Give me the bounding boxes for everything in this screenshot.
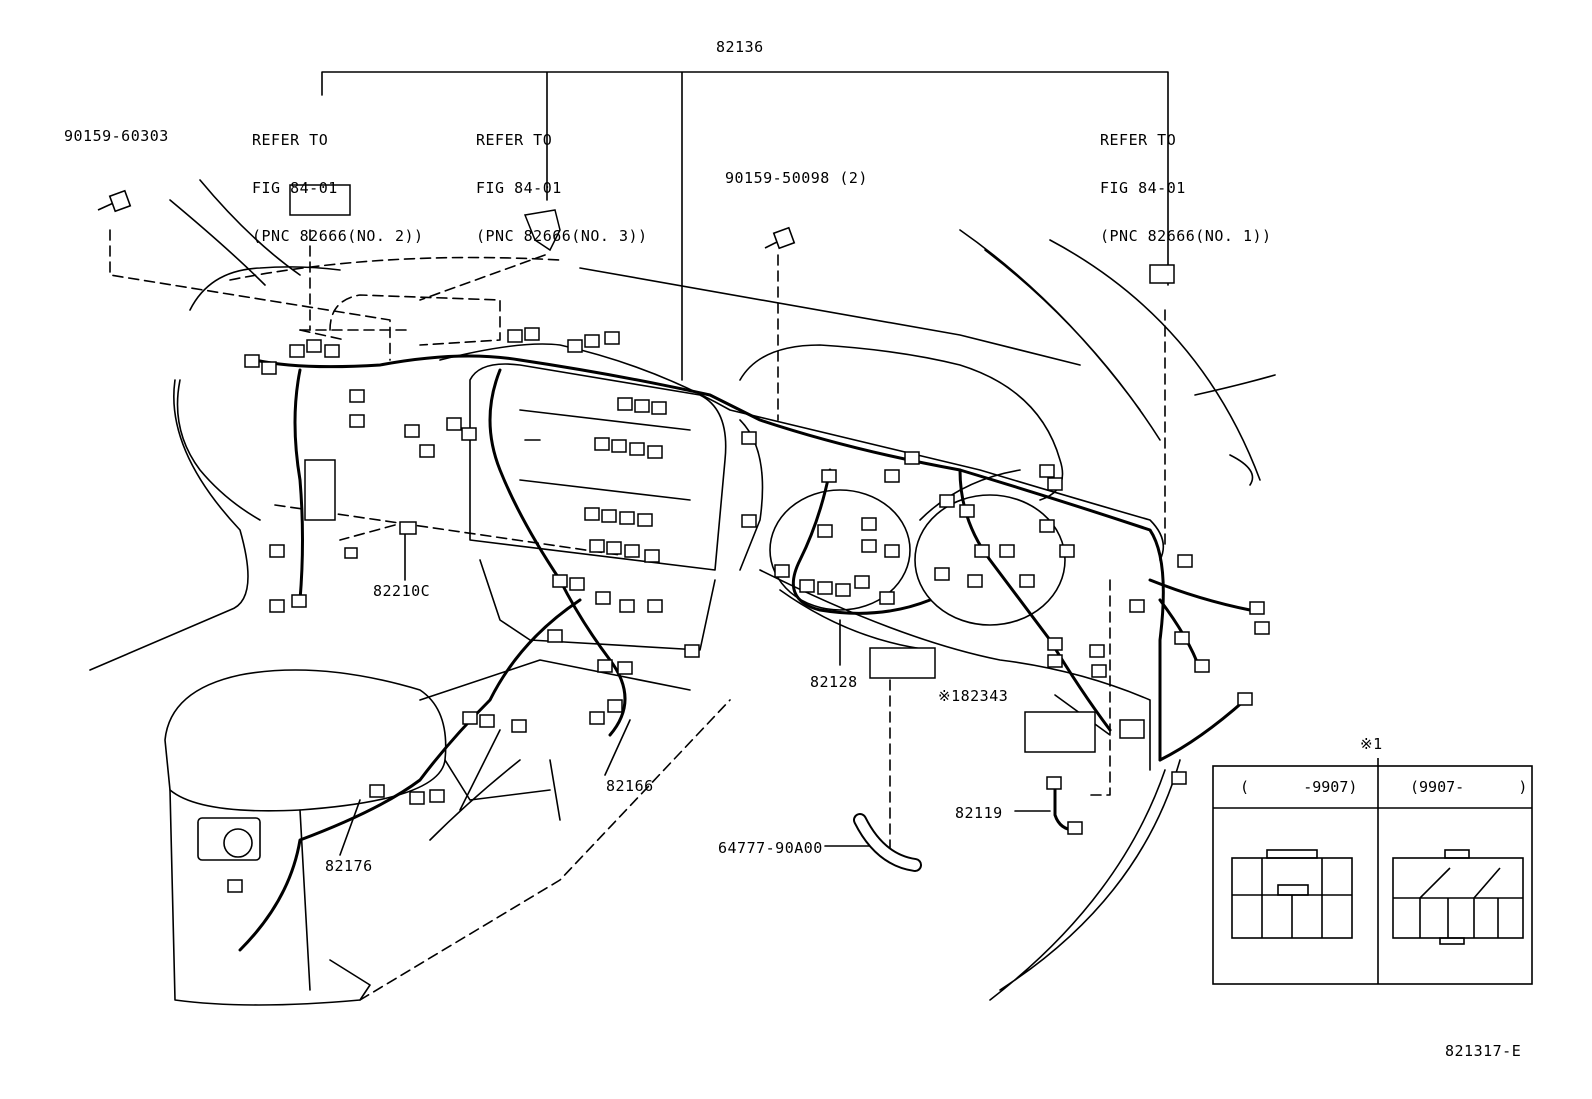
bolt-left-icon [97,189,132,213]
inset-mark: ※1 [1360,735,1383,753]
console-knob [223,828,253,858]
inset-col-left-header: ( -9907) [1240,778,1358,796]
callout-82136: 82136 [716,38,764,56]
callout-64777-90a00: 64777-90A00 [718,839,823,857]
gauge-sweep-lines [779,469,1021,651]
left-gauge-outline [769,489,911,611]
console-armrest [164,669,447,812]
callout-82176: 82176 [325,857,373,875]
relay-box-right [1119,719,1145,739]
dash-lower-edge [759,569,1151,771]
harness-console [238,598,582,952]
center-stack-lower [479,559,716,651]
connector-inset [1212,758,1533,985]
refer-note-no1: REFER TO FIG 84-01 (PNC 82666(NO. 1)) [1100,131,1272,245]
console-rails [419,659,691,821]
vent-slots [519,409,691,501]
dash-top-line-right [579,267,1081,366]
callout-90159-60303: 90159-60303 [64,127,169,145]
center-stack-outline [469,363,727,571]
callout-82119: 82119 [955,804,1003,822]
callout-90159-50098: 90159-50098 (2) [725,169,868,187]
harness-leader-bracket [321,71,1169,381]
harness-left-drop [293,368,304,602]
module-182343 [1024,711,1096,753]
console-side-dashed [359,699,731,1001]
callout-82166: 82166 [606,777,654,795]
bracket-82666-no2 [289,184,351,216]
glovebox-outline [299,294,501,346]
instrument-hood [739,344,1064,501]
refer-note-no3: REFER TO FIG 84-01 (PNC 82666(NO. 3)) [476,131,648,245]
console-front-lines [429,729,521,841]
dash-top-line [229,256,561,281]
right-pillar-outline [959,229,1261,481]
refer-note-no2: REFER TO FIG 84-01 (PNC 82666(NO. 2)) [252,131,424,245]
floor-right-sweep [989,759,1181,1001]
connector-new-icon [1392,849,1524,945]
dash-face-main [439,343,1165,561]
figure-id: 821317-E [1445,1042,1522,1060]
steering-column [739,419,764,571]
harness-main-run [253,354,1165,762]
clip-82666-no1 [1149,264,1175,284]
right-gauge-outline [914,494,1066,626]
left-module [304,459,336,521]
console-body [169,789,371,1006]
console-switch-panel [197,817,261,861]
callout-82210c: 82210C [373,582,431,600]
dash-left-lower [89,379,249,671]
right-body-outline [1194,374,1276,486]
connector-old-icon [1231,849,1353,939]
callout-182343: ※182343 [938,687,1009,705]
dash-left-shell [176,266,341,521]
bracket-82666-no3 [523,209,561,252]
harness-cluster [791,468,1112,732]
hood-tray [869,647,936,679]
callout-82128: 82128 [810,673,858,691]
bolt-center-icon [764,226,796,250]
inset-col-right-header: (9907- ) [1410,778,1528,796]
